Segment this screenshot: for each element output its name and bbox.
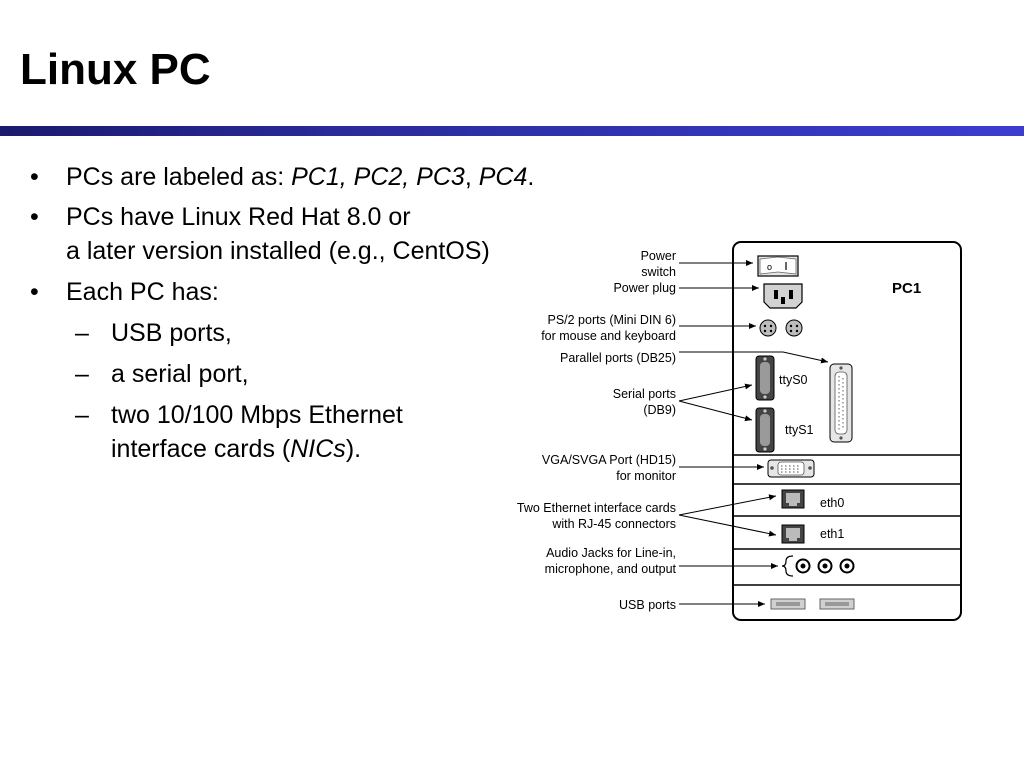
bullet-linux-version-cont: a later version installed (e.g., CentOS)	[66, 234, 490, 268]
sub-bullet-text: USB ports,	[111, 319, 232, 347]
label-vga-port: VGA/SVGA Port (HD15)for monitor	[541, 453, 676, 483]
label-usb-ports: USB ports	[619, 598, 676, 612]
audio-jack-icon	[781, 555, 855, 577]
dash-mark: –	[75, 319, 89, 347]
bullet-pc-labels: • PCs are labeled as: PC1, PC2, PC3, PC4…	[30, 160, 535, 194]
hd15-port-icon	[767, 459, 815, 478]
db25-port-icon	[829, 363, 853, 443]
slide-title: Linux PC	[20, 45, 211, 94]
tag-ttys1: ttyS1	[785, 423, 814, 437]
sub-bullet-text-end: ).	[345, 435, 362, 463]
sub-bullet-text: two 10/100 Mbps Ethernet	[111, 401, 403, 429]
sub-bullet-text: a serial port,	[111, 360, 249, 388]
bullet-text: PCs have Linux Red Hat 8.0 or	[66, 203, 411, 231]
usb-port-icon	[819, 598, 855, 610]
tag-eth1: eth1	[820, 527, 845, 541]
dash-mark: –	[75, 401, 89, 429]
label-serial-ports: Serial ports(DB9)	[612, 387, 676, 417]
sub-bullet-text-italic: NICs	[290, 435, 346, 463]
iec-power-socket-icon	[763, 283, 803, 309]
bullet-linux-version: • PCs have Linux Red Hat 8.0 or	[30, 200, 411, 234]
leader-arrows	[678, 260, 829, 607]
rj45-port-icon	[781, 524, 805, 544]
sub-bullet-ethernet: – two 10/100 Mbps Ethernet	[75, 398, 403, 432]
label-parallel-ports: Parallel ports (DB25)	[559, 351, 676, 365]
label-power-plug: Power plug	[613, 281, 676, 295]
sub-bullet-text: interface cards (	[111, 435, 291, 463]
sub-bullet-serial: – a serial port,	[75, 357, 249, 391]
bullet-text: Each PC has:	[66, 278, 219, 306]
pc-label: PC1	[892, 280, 922, 297]
label-audio-jacks: Audio Jacks for Line-in,microphone, and …	[544, 546, 676, 576]
title-divider-bar	[0, 126, 1024, 136]
db9-port-icon	[755, 407, 775, 453]
bullet-list: • PCs are labeled as: PC1, PC2, PC3, PC4…	[0, 0, 560, 500]
sub-bullet-usb: – USB ports,	[75, 316, 232, 350]
bullet-mark: •	[30, 163, 39, 191]
bullet-mark: •	[30, 278, 39, 306]
usb-port-icon	[770, 598, 806, 610]
tag-eth0: eth0	[820, 496, 845, 510]
dash-mark: –	[75, 360, 89, 388]
bullet-text-italic: PC1, PC2, PC3	[291, 163, 465, 191]
label-ps2-ports: PS/2 ports (Mini DIN 6)for mouse and key…	[541, 313, 676, 343]
bullet-text: a later version installed (e.g., CentOS)	[66, 237, 490, 265]
tag-ttys0: ttyS0	[779, 373, 808, 387]
bullet-text-comma: ,	[464, 163, 479, 191]
bullet-each-pc: • Each PC has:	[30, 275, 219, 309]
svg-text:o: o	[767, 262, 772, 272]
db9-port-icon	[755, 355, 775, 401]
rj45-port-icon	[781, 489, 805, 509]
rocker-switch-icon: o	[757, 255, 799, 277]
sub-bullet-ethernet-cont: interface cards (NICs).	[111, 432, 361, 466]
bullet-mark: •	[30, 203, 39, 231]
bullet-text-italic-2: PC4	[478, 163, 528, 191]
bullet-text-end: .	[527, 163, 535, 191]
ps2-port-icon	[759, 319, 803, 337]
bullet-text: PCs are labeled as:	[66, 163, 292, 191]
